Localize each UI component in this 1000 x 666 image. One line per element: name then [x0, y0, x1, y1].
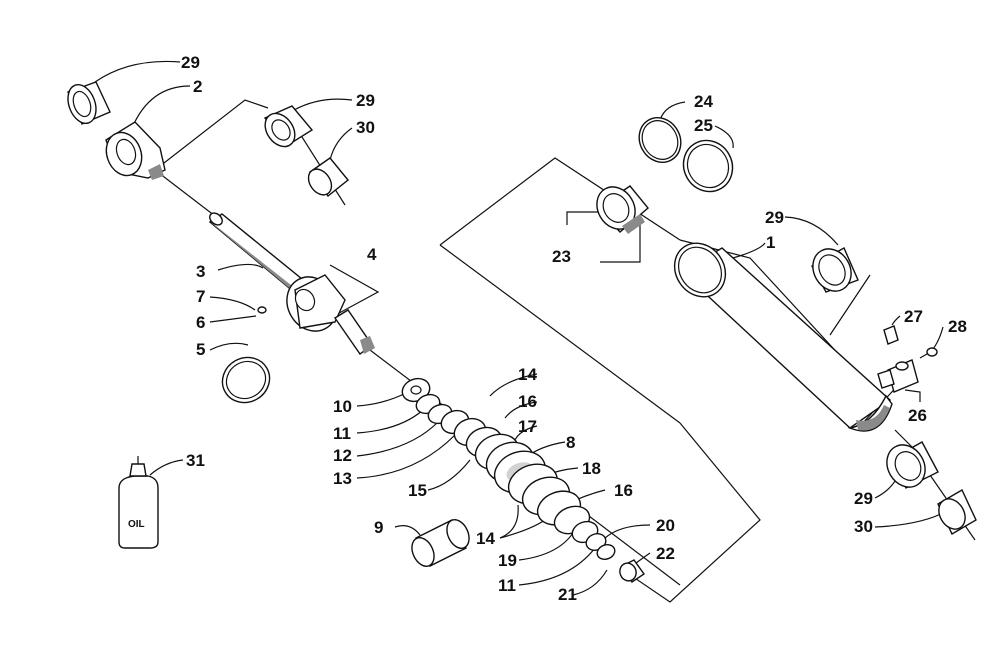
leader-lines — [94, 60, 946, 596]
shock-body-1 — [673, 242, 893, 432]
callout-12: 12 — [333, 446, 352, 465]
callout-21: 21 — [558, 585, 577, 604]
shaft-3 — [208, 212, 320, 303]
bushing-29-top-middle — [263, 105, 314, 148]
callout-24: 24 — [694, 92, 713, 111]
callout-16: 16 — [518, 392, 537, 411]
callout-7: 7 — [196, 287, 205, 306]
callout-8: 8 — [566, 433, 575, 452]
oil-bottle-31: OIL — [118, 456, 159, 549]
callout-29: 29 — [854, 489, 873, 508]
ring-24 — [638, 117, 682, 163]
callout-27: 27 — [904, 307, 923, 326]
bushing-29-top-left — [67, 81, 111, 125]
pin-7 — [257, 306, 267, 314]
callout-28: 28 — [948, 317, 967, 336]
bushing-29-right-top — [811, 247, 859, 293]
callout-25: 25 — [694, 116, 713, 135]
callout-16: 16 — [614, 481, 633, 500]
callout-17: 17 — [518, 417, 537, 436]
callout-4: 4 — [367, 245, 377, 264]
callout-29: 29 — [181, 53, 200, 72]
callout-labels: 29 2 29 30 4 3 7 6 5 10 11 12 13 14 16 1… — [181, 53, 967, 604]
callout-29: 29 — [765, 208, 784, 227]
callout-26: 26 — [908, 406, 927, 425]
cap-27 — [883, 325, 899, 345]
o-ring-5 — [221, 356, 271, 404]
seal-head-4 — [286, 274, 375, 355]
callout-19: 19 — [498, 551, 517, 570]
callout-23: 23 — [552, 247, 571, 266]
screw-28 — [919, 347, 938, 359]
callout-6: 6 — [196, 313, 205, 332]
callout-9: 9 — [374, 518, 383, 537]
callout-30: 30 — [854, 517, 873, 536]
callout-29: 29 — [356, 91, 375, 110]
band-9 — [411, 519, 470, 567]
callout-14: 14 — [518, 365, 537, 384]
valve-26 — [877, 359, 919, 393]
callout-30: 30 — [356, 118, 375, 137]
valve-stack — [401, 377, 645, 583]
bushing-29-bottom-right — [886, 441, 939, 489]
callout-15: 15 — [408, 481, 427, 500]
reservoir-cap-23 — [596, 185, 649, 234]
callout-3: 3 — [196, 262, 205, 281]
callout-2: 2 — [193, 77, 202, 96]
callout-14: 14 — [476, 529, 495, 548]
ring-25 — [682, 139, 734, 193]
callout-18: 18 — [582, 459, 601, 478]
callout-22: 22 — [656, 544, 675, 563]
callout-1: 1 — [766, 233, 775, 252]
sleeve-30-top — [307, 157, 349, 197]
callout-31: 31 — [186, 451, 205, 470]
oil-label: OIL — [128, 519, 145, 530]
callout-20: 20 — [656, 516, 675, 535]
callout-13: 13 — [333, 469, 352, 488]
callout-11: 11 — [498, 576, 516, 595]
callout-5: 5 — [196, 340, 205, 359]
callout-10: 10 — [333, 397, 352, 416]
sleeve-30-bottom-right — [937, 489, 977, 535]
eye-mount-2 — [105, 121, 166, 180]
callout-11: 11 — [333, 424, 351, 443]
